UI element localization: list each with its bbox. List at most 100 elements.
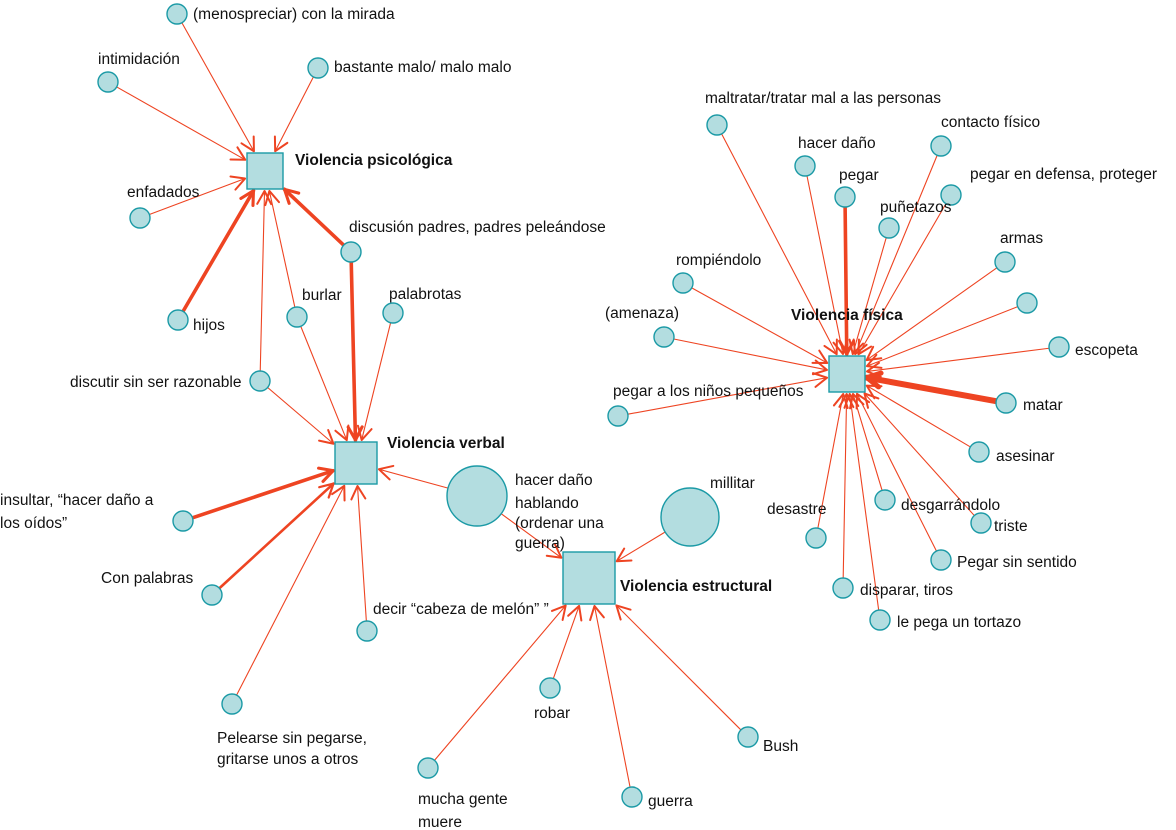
concept-node-n1[interactable] [166, 3, 188, 25]
arrowhead-n6 [282, 187, 301, 205]
edge-n31-to-fisica [627, 377, 828, 415]
arrowhead-n2 [229, 146, 247, 161]
concept-node-n27[interactable] [672, 272, 694, 294]
node-label-n15: millitar [710, 475, 755, 492]
concept-node-n7[interactable] [286, 306, 308, 328]
arrowhead-n15 [615, 547, 633, 563]
node-label-n9: discutir sin ser razonable [70, 374, 241, 391]
node-label-line: hacer daño [515, 472, 593, 489]
arrowhead-n32 [864, 370, 884, 390]
arrowhead-n3 [273, 135, 289, 153]
arrowhead-n5 [239, 189, 256, 208]
edge-n24-to-fisica [852, 237, 887, 355]
node-label-n5: hijos [193, 317, 225, 334]
concept-node-n31[interactable] [607, 405, 629, 427]
node-label-n24: puñetazos [880, 199, 952, 216]
concept-node-n37[interactable] [930, 549, 952, 571]
arrowhead-n9b [318, 428, 335, 445]
arrowhead-n33 [865, 384, 883, 400]
edge-n22-to-fisica [843, 205, 849, 356]
edge-layer [116, 22, 1050, 788]
concept-node-n20[interactable] [706, 114, 728, 136]
concept-node-n17[interactable] [417, 757, 439, 779]
hub-node-psico[interactable] [246, 152, 284, 190]
node-label-n6: discusión padres, padres peleándose [349, 219, 606, 236]
edge-n37-to-fisica [856, 393, 938, 552]
node-label-line: Pelearse sin pegarse, [217, 730, 367, 747]
edge-n25-to-fisica [857, 203, 947, 355]
arrowhead-n14b [545, 543, 563, 559]
concept-node-n21[interactable] [794, 155, 816, 177]
arrowhead-n16 [567, 604, 583, 622]
concept-node-n32[interactable] [995, 392, 1017, 414]
concept-node-n4[interactable] [129, 207, 151, 229]
concept-node-n30[interactable] [1048, 336, 1070, 358]
concept-node-n19[interactable] [737, 726, 759, 748]
concept-node-n22[interactable] [834, 186, 856, 208]
concept-node-n3[interactable] [307, 57, 329, 79]
concept-node-n29[interactable] [653, 326, 675, 348]
edge-n1-to-psico [181, 22, 255, 152]
edge-n16-to-estructural [552, 605, 580, 680]
concept-node-n14[interactable] [446, 465, 508, 527]
edge-n7-to-psico [268, 190, 296, 308]
concept-node-n11[interactable] [201, 584, 223, 606]
concept-node-n34[interactable] [805, 527, 827, 549]
edge-n18-to-estructural [593, 605, 631, 788]
edge-n36-to-fisica [863, 392, 975, 517]
concept-node-n6[interactable] [340, 241, 362, 263]
node-label-n26: armas [1000, 230, 1043, 247]
concept-node-n15[interactable] [660, 487, 720, 547]
node-label-n13: Pelearse sin pegarse,gritarse unos a otr… [217, 730, 367, 768]
edge-n33-to-fisica [866, 385, 971, 448]
hub-node-fisica[interactable] [828, 355, 866, 393]
concept-node-n5[interactable] [167, 309, 189, 331]
concept-node-n10[interactable] [172, 510, 194, 532]
concept-node-n35[interactable] [874, 489, 896, 511]
node-label-n32: matar [1023, 397, 1063, 414]
concept-node-n39[interactable] [869, 609, 891, 631]
concept-node-n28[interactable] [1016, 292, 1038, 314]
concept-node-n8[interactable] [382, 302, 404, 324]
edge-n6-to-psico [282, 187, 346, 247]
hub-node-verbal[interactable] [334, 441, 378, 485]
concept-node-n16[interactable] [539, 677, 561, 699]
edge-n13-to-verbal [236, 485, 345, 696]
arrowhead-n17 [550, 604, 567, 621]
node-label-n16: robar [534, 705, 570, 722]
concept-node-n23[interactable] [930, 135, 952, 157]
concept-node-n18[interactable] [621, 786, 643, 808]
node-label-n19: Bush [763, 738, 798, 755]
node-label-n7: burlar [302, 287, 342, 304]
arrowhead-n19 [615, 604, 632, 621]
hub-node-estructural[interactable] [562, 551, 616, 605]
node-label-n39: le pega un tortazo [897, 614, 1021, 631]
hub-label-psico: Violencia psicológica [295, 152, 453, 169]
arrowhead-n36 [863, 392, 880, 409]
node-label-n36: triste [994, 518, 1028, 535]
concept-node-n12[interactable] [356, 620, 378, 642]
concept-node-n33[interactable] [968, 441, 990, 463]
node-label-line: mucha gente [418, 791, 508, 808]
arrowhead-n12 [350, 484, 367, 501]
edge-n29-to-fisica [673, 338, 828, 371]
concept-node-n38[interactable] [832, 577, 854, 599]
concept-node-n36[interactable] [970, 512, 992, 534]
edge-n5-to-psico [181, 188, 256, 314]
arrowhead-n9 [256, 189, 273, 206]
concept-node-n2[interactable] [97, 71, 119, 93]
concept-node-n24[interactable] [878, 217, 900, 239]
concept-node-n25[interactable] [940, 184, 962, 206]
concept-node-n13[interactable] [221, 693, 243, 715]
arrowhead-n1 [240, 135, 255, 153]
edge-n9-to-psico [259, 190, 266, 372]
edge-n9b-to-verbal [259, 380, 335, 445]
node-label-line: los oídos” [0, 515, 67, 532]
concept-node-n9[interactable] [249, 370, 271, 392]
concept-node-n26[interactable] [994, 251, 1016, 273]
node-label-n29: (amenaza) [605, 305, 679, 322]
